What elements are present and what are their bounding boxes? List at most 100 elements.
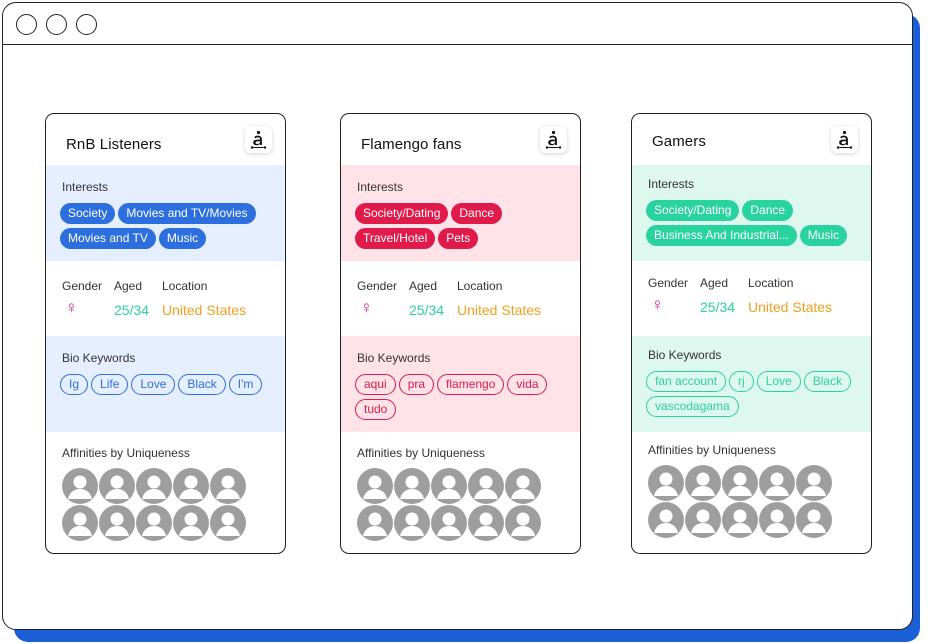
window-control-close[interactable]	[16, 14, 37, 35]
avatar[interactable]	[99, 505, 135, 541]
user-icon	[363, 512, 387, 536]
user-icon	[216, 512, 240, 536]
bio-keyword-tag[interactable]: vida	[507, 374, 548, 395]
avatar[interactable]	[468, 505, 504, 541]
user-icon	[765, 472, 789, 496]
avatar[interactable]	[722, 502, 758, 538]
gender-label: Gender	[648, 276, 689, 290]
avatar[interactable]	[62, 505, 98, 541]
bio-keyword-tag[interactable]: fan account	[646, 371, 727, 392]
avatar[interactable]	[210, 468, 246, 504]
avatar[interactable]	[685, 465, 721, 501]
user-icon	[511, 512, 535, 536]
bio-keyword-tag[interactable]: Love	[756, 371, 801, 392]
brand-logo-icon[interactable]	[831, 126, 858, 153]
avatar[interactable]	[722, 465, 758, 501]
interest-tag[interactable]: Society	[60, 203, 116, 224]
interest-tag[interactable]: Travel/Hotel	[355, 228, 436, 249]
user-icon	[105, 475, 129, 499]
avatar[interactable]	[136, 468, 172, 504]
avatar[interactable]	[648, 502, 684, 538]
avatar[interactable]	[431, 505, 467, 541]
interest-tag[interactable]: Society/Dating	[646, 200, 740, 221]
avatar[interactable]	[759, 465, 795, 501]
bio-keyword-tag[interactable]: Black	[178, 374, 226, 395]
avatar[interactable]	[685, 502, 721, 538]
interest-tag[interactable]: Dance	[451, 203, 503, 224]
bio-keyword-tag[interactable]: I'm	[228, 374, 263, 395]
female-icon: ♀	[360, 298, 373, 317]
avatar[interactable]	[357, 505, 393, 541]
interest-tag[interactable]: Movies and TV/Movies	[118, 203, 256, 224]
user-icon	[142, 475, 166, 499]
bio-keyword-tag[interactable]: vascodagama	[646, 396, 739, 417]
avatar[interactable]	[505, 468, 541, 504]
interest-tag[interactable]: Pets	[438, 228, 479, 249]
user-icon	[179, 475, 203, 499]
bio-keyword-tag[interactable]: tudo	[355, 399, 397, 420]
avatar[interactable]	[210, 505, 246, 541]
bio-keyword-tag[interactable]: Life	[91, 374, 129, 395]
avatar[interactable]	[173, 505, 209, 541]
user-icon	[691, 472, 715, 496]
bio-keyword-tag[interactable]: Black	[803, 371, 852, 392]
user-icon	[691, 509, 715, 533]
avatar[interactable]	[431, 468, 467, 504]
avatar[interactable]	[173, 468, 209, 504]
avatar[interactable]	[759, 502, 795, 538]
brand-logo-icon[interactable]	[245, 126, 272, 153]
interests-label: Interests	[62, 180, 109, 194]
gender-label: Gender	[357, 279, 398, 293]
bio-keyword-tag[interactable]: Ig	[60, 374, 89, 395]
interest-tag[interactable]: Music	[799, 225, 848, 246]
interest-tag[interactable]: Business And Industrial...	[646, 225, 797, 246]
location-value: United States	[162, 302, 247, 318]
avatar[interactable]	[394, 505, 430, 541]
card-header: Gamers	[632, 114, 871, 165]
bio-keyword-tag[interactable]: Love	[131, 374, 176, 395]
window-control-minimize[interactable]	[46, 14, 67, 35]
interest-tag[interactable]: Movies and TV	[60, 228, 156, 249]
avatar[interactable]	[99, 468, 135, 504]
avatar[interactable]	[468, 468, 504, 504]
affinities-section: Affinities by Uniqueness	[46, 432, 285, 552]
brand-logo-icon[interactable]	[540, 126, 567, 153]
aged-label: Aged	[700, 276, 729, 290]
avatar[interactable]	[62, 468, 98, 504]
bio-keyword-tag[interactable]: flamengo	[437, 374, 505, 395]
bio-keyword-tag[interactable]: aqui	[355, 374, 396, 395]
bio-keyword-tag[interactable]: pra	[398, 374, 435, 395]
user-icon	[400, 512, 424, 536]
bio-keyword-tag[interactable]: rj	[729, 371, 754, 392]
interest-tag[interactable]: Society/Dating	[355, 203, 449, 224]
avatar[interactable]	[505, 505, 541, 541]
user-icon	[654, 472, 678, 496]
window-control-maximize[interactable]	[76, 14, 97, 35]
avatar[interactable]	[648, 465, 684, 501]
female-icon: ♀	[651, 295, 664, 314]
avatar[interactable]	[796, 465, 832, 501]
interest-tag[interactable]: Music	[158, 228, 207, 249]
user-icon	[437, 512, 461, 536]
age-range-value: 25/34	[409, 302, 445, 318]
avatar[interactable]	[796, 502, 832, 538]
user-icon	[511, 475, 535, 499]
interests-label: Interests	[357, 180, 404, 194]
avatar[interactable]	[394, 468, 430, 504]
user-icon	[105, 512, 129, 536]
interest-tag[interactable]: Dance	[742, 200, 794, 221]
avatar[interactable]	[136, 505, 172, 541]
avatar[interactable]	[357, 468, 393, 504]
